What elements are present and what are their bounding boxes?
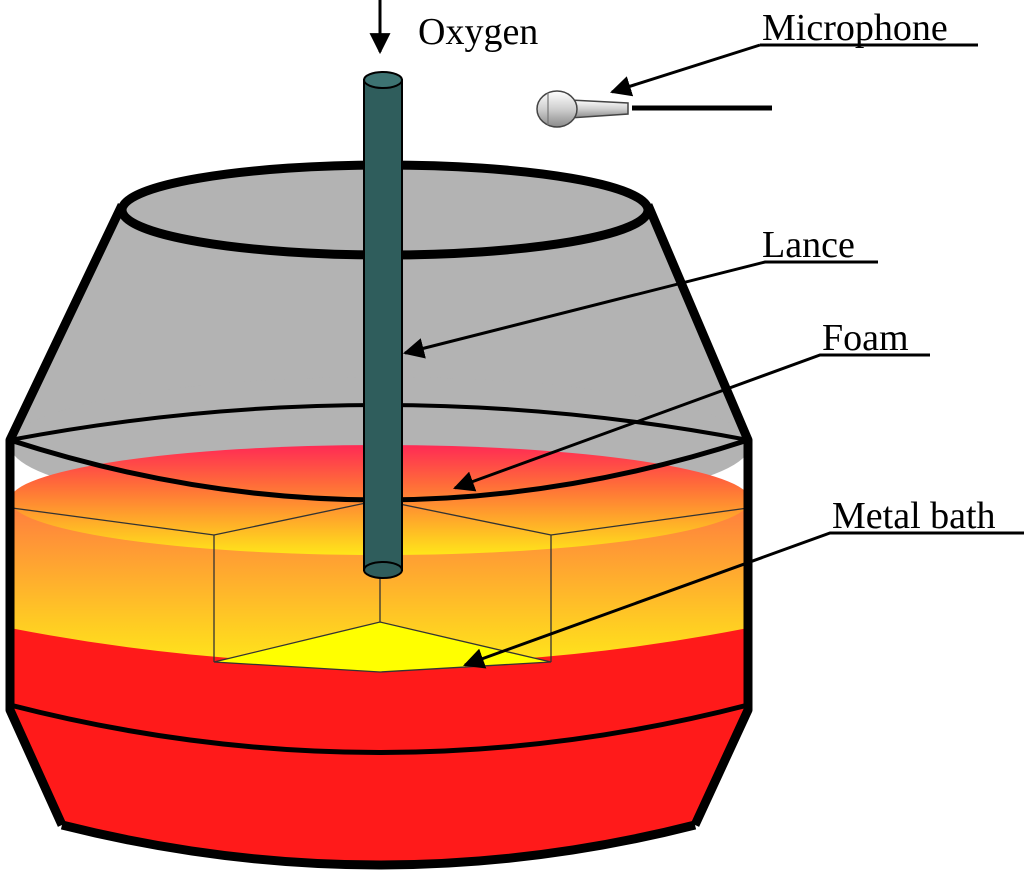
microphone-label: Microphone (762, 7, 948, 49)
lance-label: Lance (762, 224, 855, 266)
metal-bath-label: Metal bath (832, 495, 996, 537)
leader-lines (402, 43, 1024, 669)
lance (363, 71, 403, 579)
metal-bath (10, 625, 748, 863)
foam-layer (10, 445, 750, 673)
microphone-icon (536, 90, 772, 128)
foam-label: Foam (822, 317, 909, 359)
oxygen-label: Oxygen (418, 11, 538, 53)
